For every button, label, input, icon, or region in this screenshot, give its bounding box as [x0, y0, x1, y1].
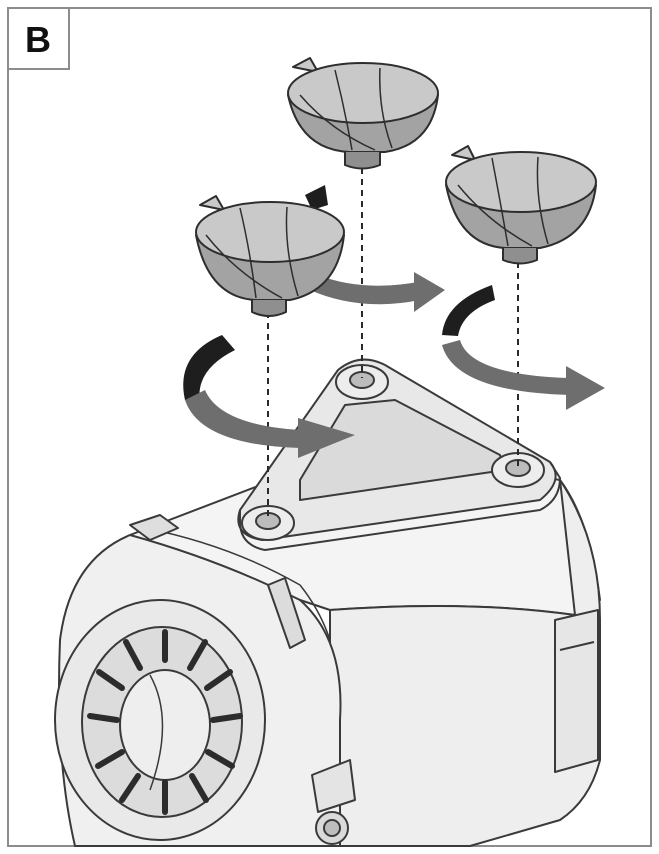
suction-cup-icon: [445, 145, 597, 265]
suction-cup-icon: [195, 195, 345, 317]
guide-line-icon: [267, 168, 519, 519]
step-label-box: B: [7, 7, 70, 70]
suction-cup-icon: [287, 57, 439, 170]
rotate-arrow-icon: [183, 335, 355, 458]
fan-grille-icon: [54, 599, 266, 841]
mounting-plate-icon: [237, 358, 561, 551]
rotate-arrow-icon: [442, 285, 605, 410]
step-label: B: [25, 19, 51, 60]
rotate-arrow-icon: [305, 185, 445, 312]
